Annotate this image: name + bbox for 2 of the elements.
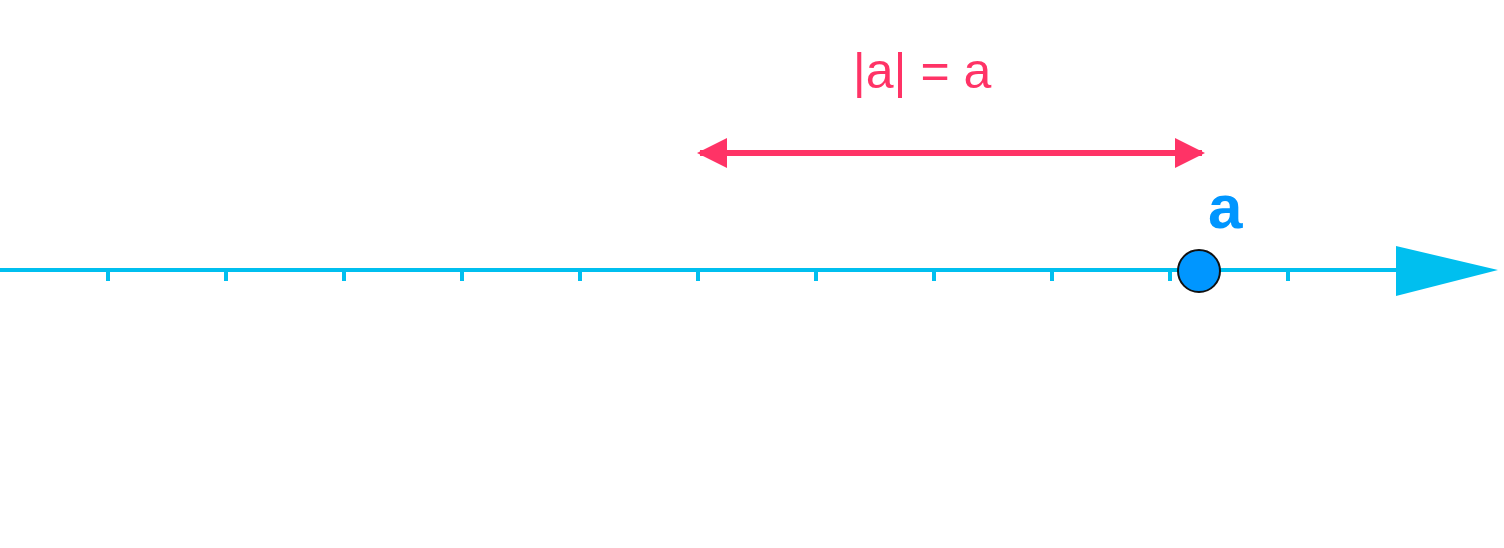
absolute-value-label: |a| = a	[851, 46, 993, 96]
point-label: a	[1208, 176, 1243, 238]
